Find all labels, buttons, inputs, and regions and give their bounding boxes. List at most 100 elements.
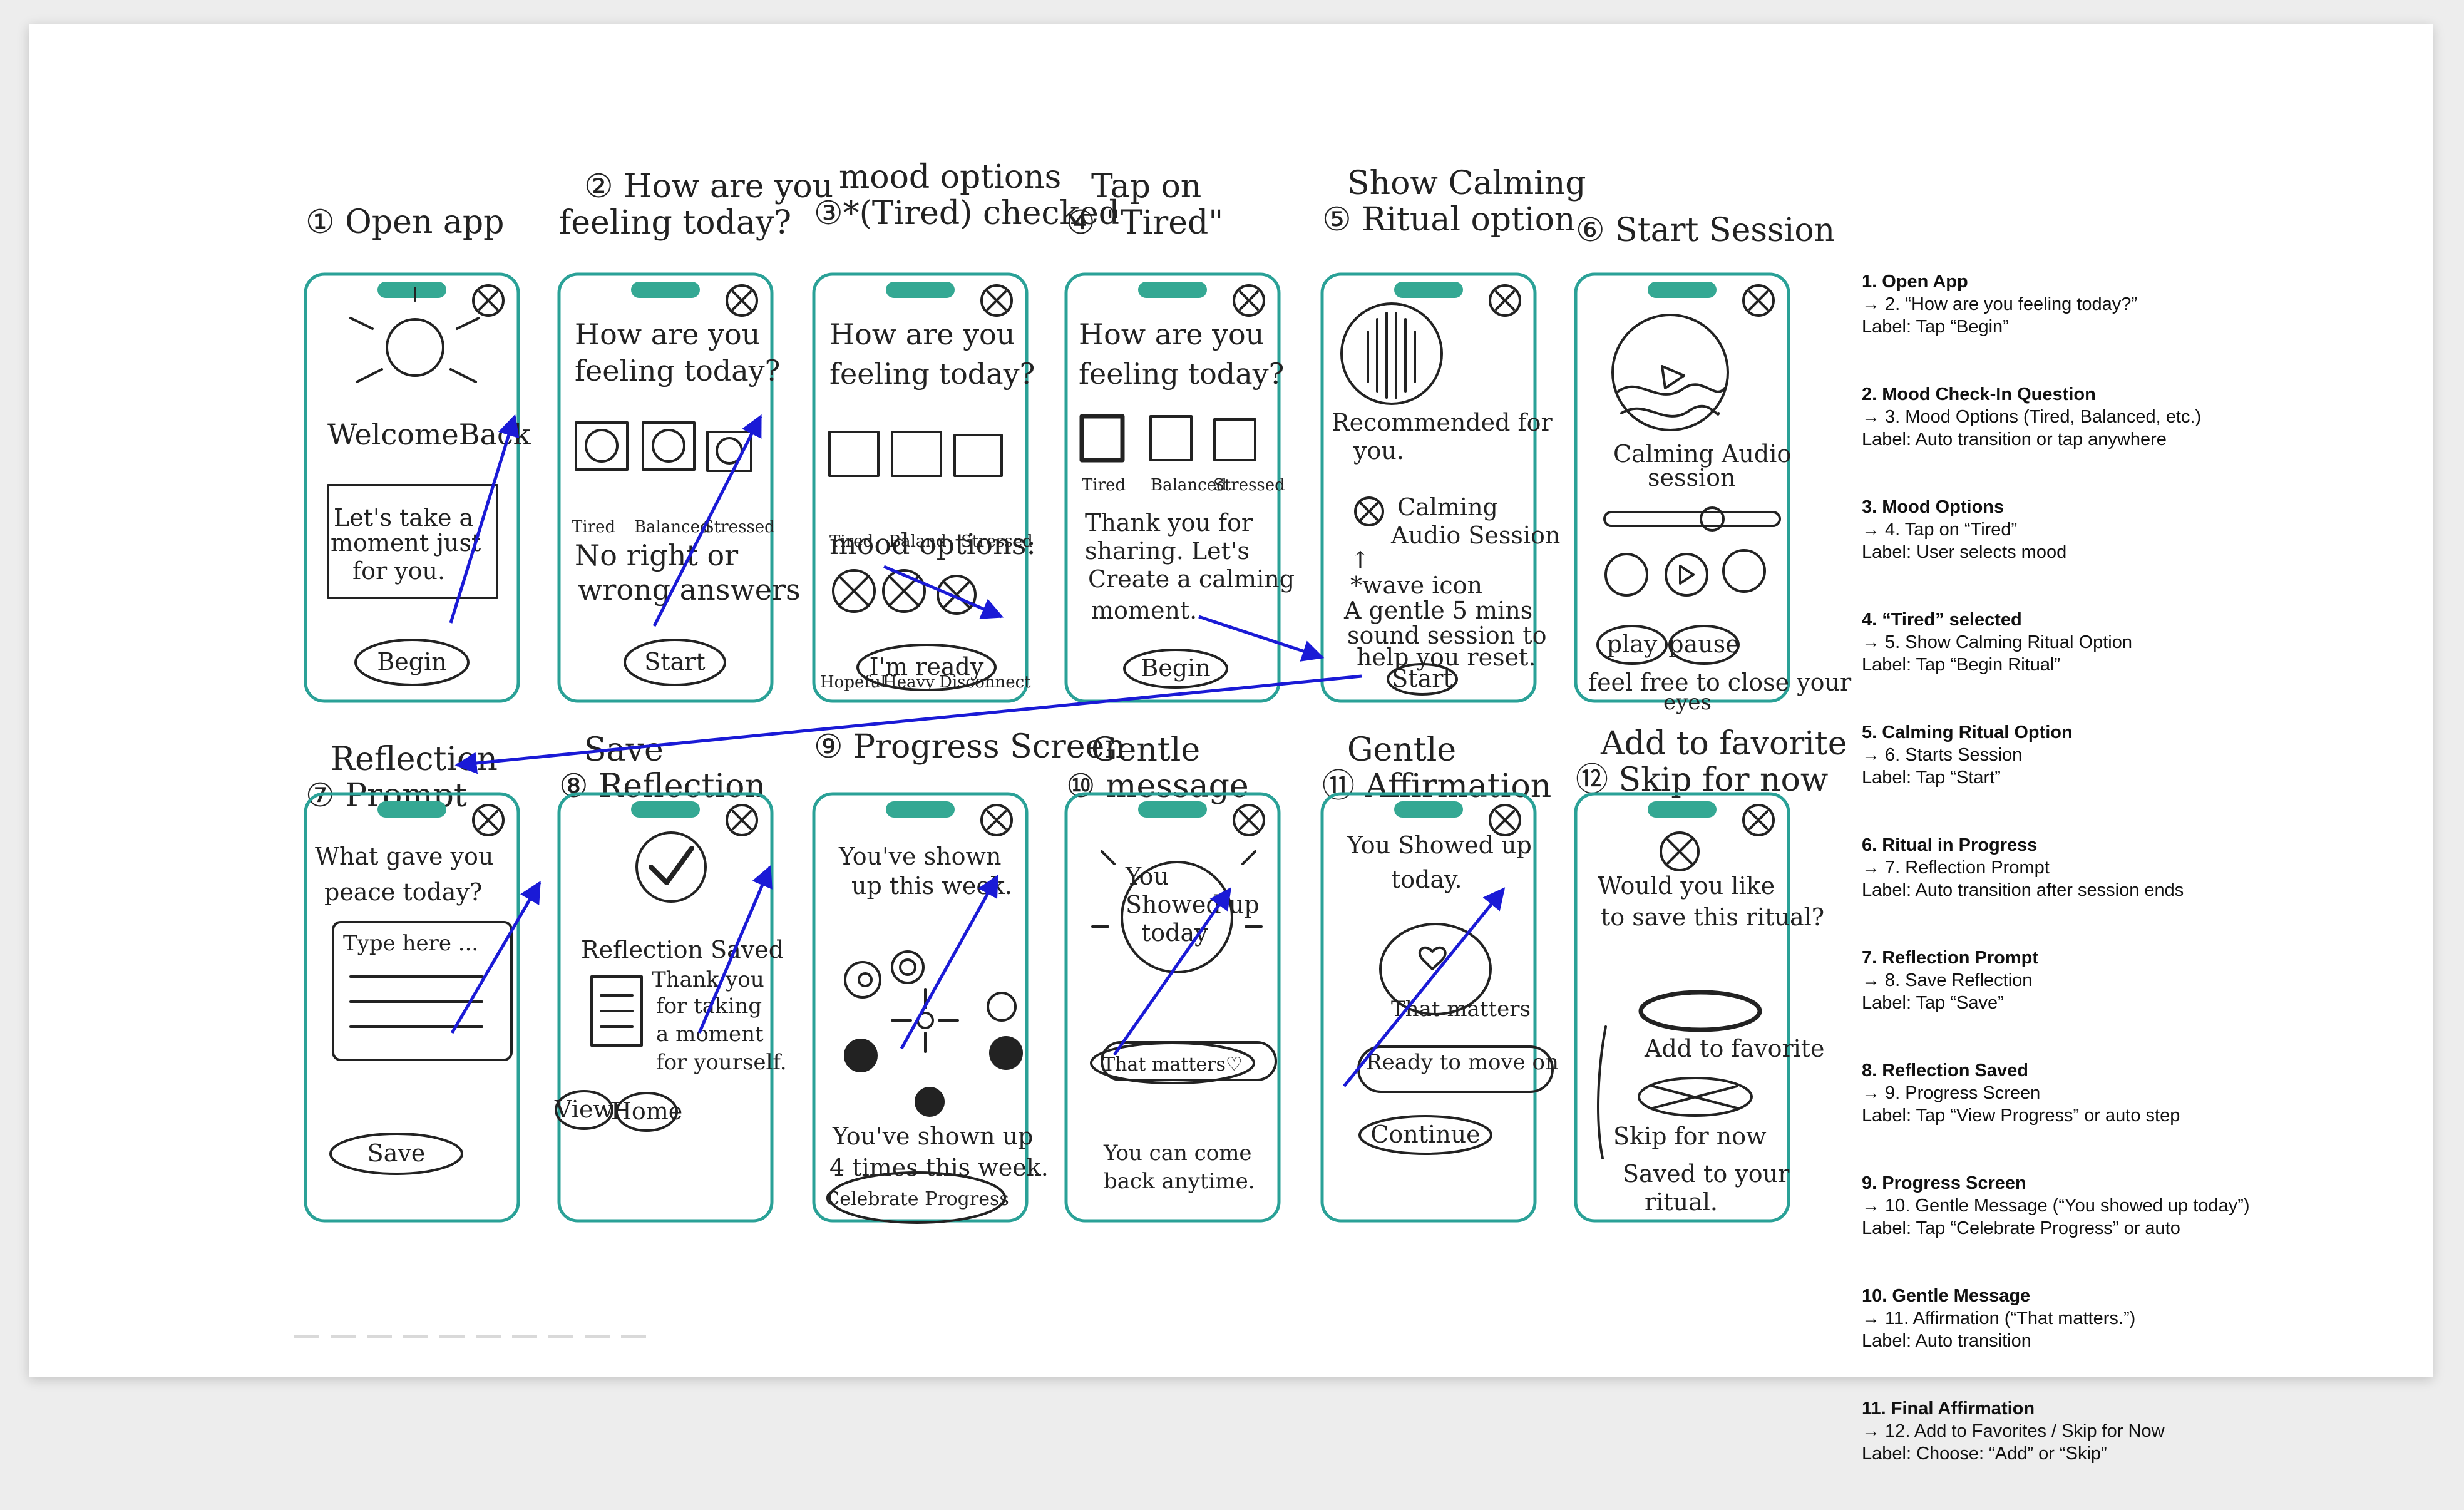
note-next-step: → 3. Mood Options (Tired, Balanced, etc.… [1862, 407, 2202, 427]
note-title: 8. Reflection Saved [1862, 1061, 2028, 1081]
screen-text: You've shown up [832, 1122, 1033, 1150]
note-next-step: → 5. Show Calming Ritual Option [1862, 632, 2132, 652]
screen-heading: ③*(Tired) checked [814, 195, 1119, 232]
note-label: Label: Tap “Begin Ritual” [1862, 655, 2061, 675]
screen-text: today. [1391, 866, 1462, 893]
screen-button[interactable]: Start [1387, 663, 1458, 696]
close-icon[interactable] [1233, 284, 1265, 317]
phone-notch [1394, 801, 1463, 818]
phone-frame [1064, 272, 1281, 703]
screen-text: You've shown [838, 843, 1001, 870]
screen-text: How are you [575, 317, 760, 351]
screen-heading: ⑧ Reflection [559, 768, 766, 805]
phone-frame [812, 792, 1029, 1223]
screen-button[interactable]: Start [624, 639, 726, 686]
note-label: Label: Tap “Begin” [1862, 317, 2009, 337]
close-icon[interactable] [1742, 804, 1775, 836]
screen-heading: ② How are you [584, 168, 833, 205]
button-label: Start [1392, 665, 1452, 692]
mood-label: Tired [829, 532, 873, 551]
screen-text: you. [1353, 437, 1404, 465]
screen-text: How are you [1079, 317, 1264, 351]
screen-text: wrong answers [578, 573, 801, 607]
screen-button[interactable]: Begin [1123, 649, 1228, 689]
phone-frame [1320, 792, 1537, 1223]
screen-heading: ⑤ Ritual option [1322, 201, 1575, 239]
text-input-box [332, 921, 513, 1061]
screen-text: You can come [1103, 1141, 1252, 1166]
button-label: pause [1668, 630, 1739, 658]
screen-text: *wave icon [1350, 572, 1482, 599]
screen-text: to save this ritual? [1601, 903, 1824, 931]
screen-button-view[interactable]: View [554, 1090, 613, 1130]
note-title: 5. Calming Ritual Option [1862, 722, 2073, 742]
phone-frame [304, 272, 520, 703]
screen-button[interactable]: I'm ready [856, 644, 997, 691]
note-next-step: → 2. “How are you feeling today?” [1862, 294, 2138, 314]
screen-button-home[interactable]: Home [611, 1092, 683, 1132]
note-next-step: → 4. Tap on “Tired” [1862, 520, 2018, 540]
phone-frame [1064, 792, 1281, 1223]
note-title: 7. Reflection Prompt [1862, 948, 2038, 968]
screen-button[interactable]: Begin [354, 639, 470, 686]
close-icon[interactable] [1742, 284, 1775, 317]
screen-text: Audio Session [1390, 521, 1560, 549]
screen-heading: ⑨ Progress Screen [814, 728, 1126, 766]
favorite-options-icon [1597, 831, 1762, 1159]
screen-text: Calming Audio [1613, 440, 1791, 468]
screen-button-pause[interactable]: pause [1668, 625, 1740, 665]
note-next-step: → 11. Affirmation (“That matters.”) [1862, 1308, 2136, 1328]
phone-notch [1394, 282, 1463, 298]
close-icon[interactable] [980, 804, 1013, 836]
mood-label: Stressed [703, 518, 775, 537]
screen-heading: Reflection [331, 741, 498, 778]
flow-note: 9. Progress Screen→ 10. Gentle Message (… [1862, 1172, 2375, 1240]
screen-button[interactable]: That matters♡ [1090, 1042, 1255, 1084]
screen-text: ↑ [1350, 547, 1370, 574]
phone-notch [1138, 282, 1207, 298]
mood-label: Baland [889, 532, 947, 551]
screen-text: session [1648, 464, 1736, 491]
close-icon[interactable] [472, 284, 505, 317]
screen-heading: feeling today? [559, 204, 791, 242]
screen-heading: Gentle [1347, 731, 1456, 769]
screen-button[interactable]: Celebrate Progress [825, 1171, 1009, 1224]
close-icon[interactable] [1489, 804, 1521, 836]
flow-note: 2. Mood Check-In Question→ 3. Mood Optio… [1862, 383, 2375, 451]
note-next-step: → 7. Reflection Prompt [1862, 858, 2050, 878]
phone-notch [631, 282, 700, 298]
note-label: Label: Tap “Save” [1862, 993, 2004, 1013]
mood-face-icons [575, 421, 752, 472]
screen-text: help you reset. [1357, 644, 1536, 671]
close-icon[interactable] [726, 284, 758, 317]
screen-button[interactable]: Save [329, 1132, 463, 1175]
close-icon[interactable] [726, 804, 758, 836]
screen-text: a moment [656, 1022, 764, 1047]
close-icon[interactable] [1489, 284, 1521, 317]
screen-button-play[interactable]: play [1596, 625, 1668, 665]
screen-text: How are you [829, 317, 1015, 351]
screen-text: Type here ... [343, 931, 478, 956]
session-player-icons [1603, 314, 1781, 597]
close-icon[interactable] [472, 804, 505, 836]
button-label: Home [611, 1097, 683, 1125]
screen-text: Skip for now [1613, 1122, 1767, 1150]
close-icon[interactable] [980, 284, 1013, 317]
button-label: Begin [377, 648, 446, 675]
close-icon[interactable] [1233, 804, 1265, 836]
screen-button[interactable]: Continue [1358, 1115, 1492, 1155]
note-label: Label: Auto transition [1862, 1331, 2031, 1351]
screen-text: WelcomeBack [327, 418, 531, 451]
flow-note: 7. Reflection Prompt→ 8. Save Reflection… [1862, 947, 2375, 1014]
mood-label: Balanced [1151, 476, 1227, 495]
screen-text: moment just [331, 529, 481, 557]
phone-notch [631, 801, 700, 818]
note-label: Label: Auto transition or tap anywhere [1862, 429, 2167, 449]
sun-burst-icon [1091, 850, 1277, 1081]
